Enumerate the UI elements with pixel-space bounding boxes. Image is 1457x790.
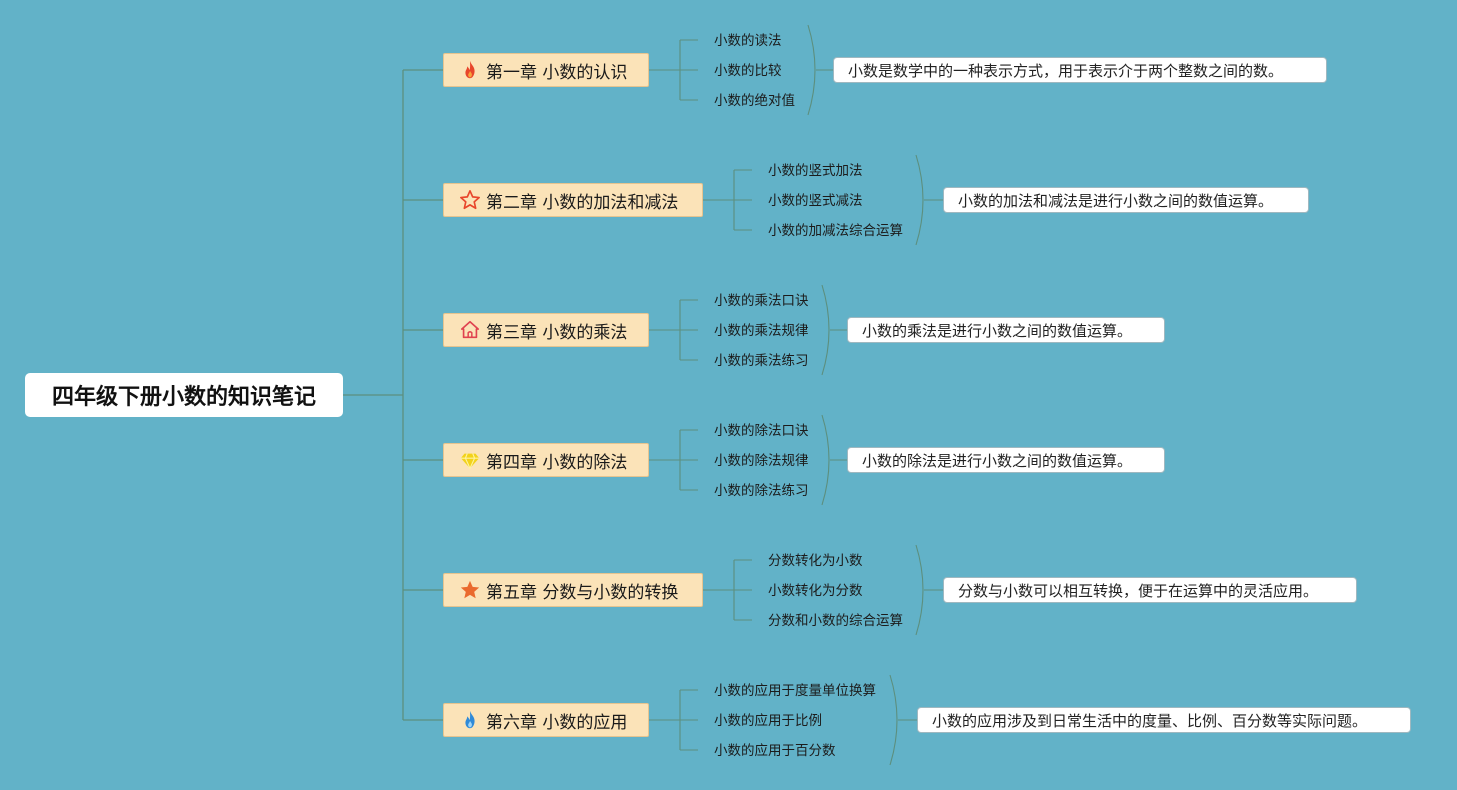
chapter-topic-4[interactable]: 第四章 小数的除法	[443, 443, 649, 477]
summary-text: 小数的应用涉及到日常生活中的度量、比例、百分数等实际问题。	[932, 711, 1368, 730]
chapter-title: 第六章 小数的应用	[486, 712, 628, 733]
summary-box[interactable]: 分数与小数可以相互转换，便于在运算中的灵活应用。	[943, 577, 1357, 603]
chapter-title: 第四章 小数的除法	[486, 452, 628, 473]
sub-topic[interactable]: 小数转化为分数	[768, 583, 863, 599]
chapter-title: 第二章 小数的加法和减法	[486, 192, 679, 213]
sub-topic[interactable]: 小数的乘法练习	[714, 353, 809, 369]
chapter-topic-3[interactable]: 第三章 小数的乘法	[443, 313, 649, 347]
summary-bracket	[889, 674, 898, 766]
root-topic[interactable]: 四年级下册小数的知识笔记	[25, 373, 343, 417]
summary-box[interactable]: 小数的应用涉及到日常生活中的度量、比例、百分数等实际问题。	[917, 707, 1411, 733]
sub-topic[interactable]: 分数转化为小数	[768, 553, 863, 569]
sub-topic[interactable]: 小数的竖式减法	[768, 193, 863, 209]
summary-bracket	[821, 414, 830, 506]
star-outline-icon	[458, 188, 482, 212]
fire-icon	[458, 58, 482, 82]
chapter-title: 第三章 小数的乘法	[486, 322, 628, 343]
summary-text: 小数是数学中的一种表示方式，用于表示介于两个整数之间的数。	[848, 61, 1284, 80]
root-title: 四年级下册小数的知识笔记	[51, 385, 316, 410]
sub-topic[interactable]: 小数的应用于比例	[714, 713, 822, 729]
summary-text: 小数的加法和减法是进行小数之间的数值运算。	[958, 191, 1274, 210]
sub-topic[interactable]: 小数的除法规律	[714, 453, 809, 469]
sub-topic[interactable]: 小数的比较	[714, 63, 782, 79]
sub-topic[interactable]: 小数的应用于度量单位换算	[714, 683, 876, 699]
star-filled-icon	[458, 578, 482, 602]
sub-topic[interactable]: 小数的除法练习	[714, 483, 809, 499]
chapter-title: 第一章 小数的认识	[486, 62, 628, 83]
sub-topic[interactable]: 小数的绝对值	[714, 93, 795, 109]
summary-text: 小数的乘法是进行小数之间的数值运算。	[862, 321, 1133, 340]
chapter-topic-2[interactable]: 第二章 小数的加法和减法	[443, 183, 703, 217]
diamond-icon	[458, 448, 482, 472]
summary-text: 小数的除法是进行小数之间的数值运算。	[862, 451, 1133, 470]
sub-topic[interactable]: 小数的除法口诀	[714, 423, 809, 439]
chapter-topic-1[interactable]: 第一章 小数的认识	[443, 53, 649, 87]
sub-topic[interactable]: 小数的读法	[714, 33, 782, 49]
chapter-topic-5[interactable]: 第五章 分数与小数的转换	[443, 573, 703, 607]
chapter-topic-6[interactable]: 第六章 小数的应用	[443, 703, 649, 737]
sub-topic[interactable]: 小数的竖式加法	[768, 163, 863, 179]
summary-box[interactable]: 小数是数学中的一种表示方式，用于表示介于两个整数之间的数。	[833, 57, 1327, 83]
sub-topic[interactable]: 分数和小数的综合运算	[768, 613, 903, 629]
summary-bracket	[915, 544, 924, 636]
sub-topic[interactable]: 小数的应用于百分数	[714, 743, 836, 759]
water-flame-icon	[458, 708, 482, 732]
sub-topic[interactable]: 小数的加减法综合运算	[768, 223, 903, 239]
sub-topic[interactable]: 小数的乘法规律	[714, 323, 809, 339]
summary-box[interactable]: 小数的乘法是进行小数之间的数值运算。	[847, 317, 1165, 343]
house-icon	[458, 318, 482, 342]
sub-topic[interactable]: 小数的乘法口诀	[714, 293, 809, 309]
summary-bracket	[807, 24, 816, 116]
summary-text: 分数与小数可以相互转换，便于在运算中的灵活应用。	[958, 581, 1319, 600]
chapter-title: 第五章 分数与小数的转换	[486, 582, 679, 603]
summary-box[interactable]: 小数的加法和减法是进行小数之间的数值运算。	[943, 187, 1309, 213]
summary-bracket	[915, 154, 924, 246]
summary-bracket	[821, 284, 830, 376]
summary-box[interactable]: 小数的除法是进行小数之间的数值运算。	[847, 447, 1165, 473]
